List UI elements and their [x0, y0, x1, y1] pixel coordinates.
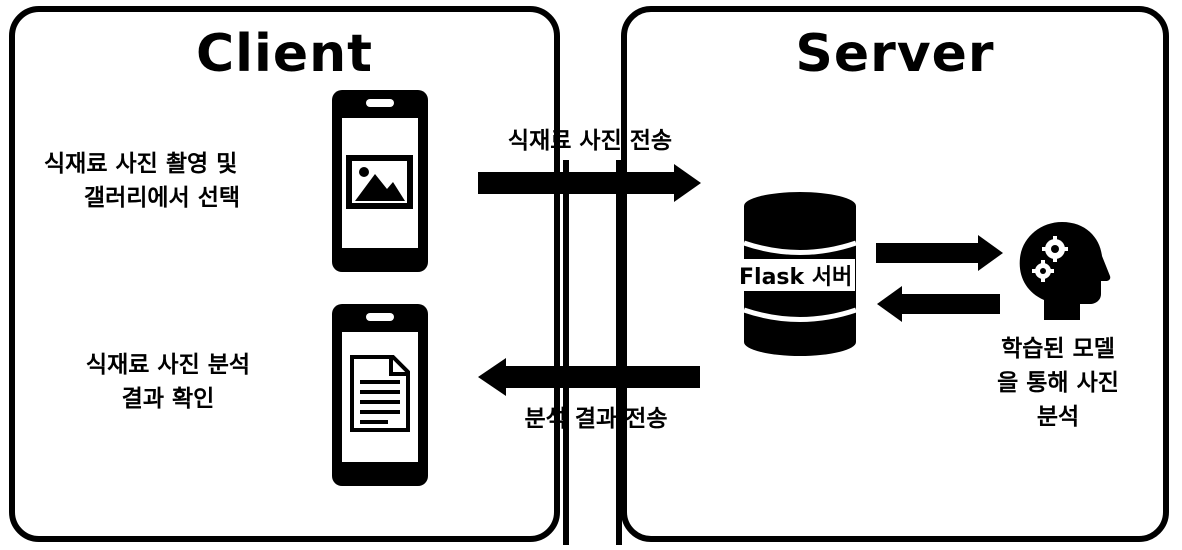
- capture-label-line1: 식재료 사진 촬영 및: [44, 151, 238, 177]
- document-icon: [350, 355, 410, 432]
- to-model-arrow: [876, 235, 1003, 271]
- model-label-line1: 학습된 모델: [1001, 336, 1115, 362]
- model-label-line2: 을 통해 사진: [997, 370, 1119, 396]
- send-photo-arrow: [478, 164, 701, 202]
- send-result-label: 분석 결과 전송: [524, 406, 668, 432]
- result-label-line1: 식재료 사진 분석: [85, 352, 251, 378]
- send-photo-label: 식재료 사진 전송: [507, 128, 673, 154]
- send-result-arrow: [478, 358, 700, 396]
- client-panel: [9, 6, 560, 542]
- result-label-line2: 결과 확인: [121, 386, 215, 412]
- flask-server-label: Flask 서버: [736, 259, 856, 291]
- from-model-arrow: [877, 286, 1000, 322]
- client-title: Client: [196, 24, 373, 84]
- model-label-line3: 분석: [1036, 404, 1080, 430]
- head-gears-icon: [1019, 222, 1111, 320]
- image-icon: [346, 155, 413, 209]
- phone-icon: [332, 304, 428, 486]
- capture-label-line2: 갤러리에서 선택: [83, 185, 241, 211]
- server-title: Server: [795, 24, 995, 84]
